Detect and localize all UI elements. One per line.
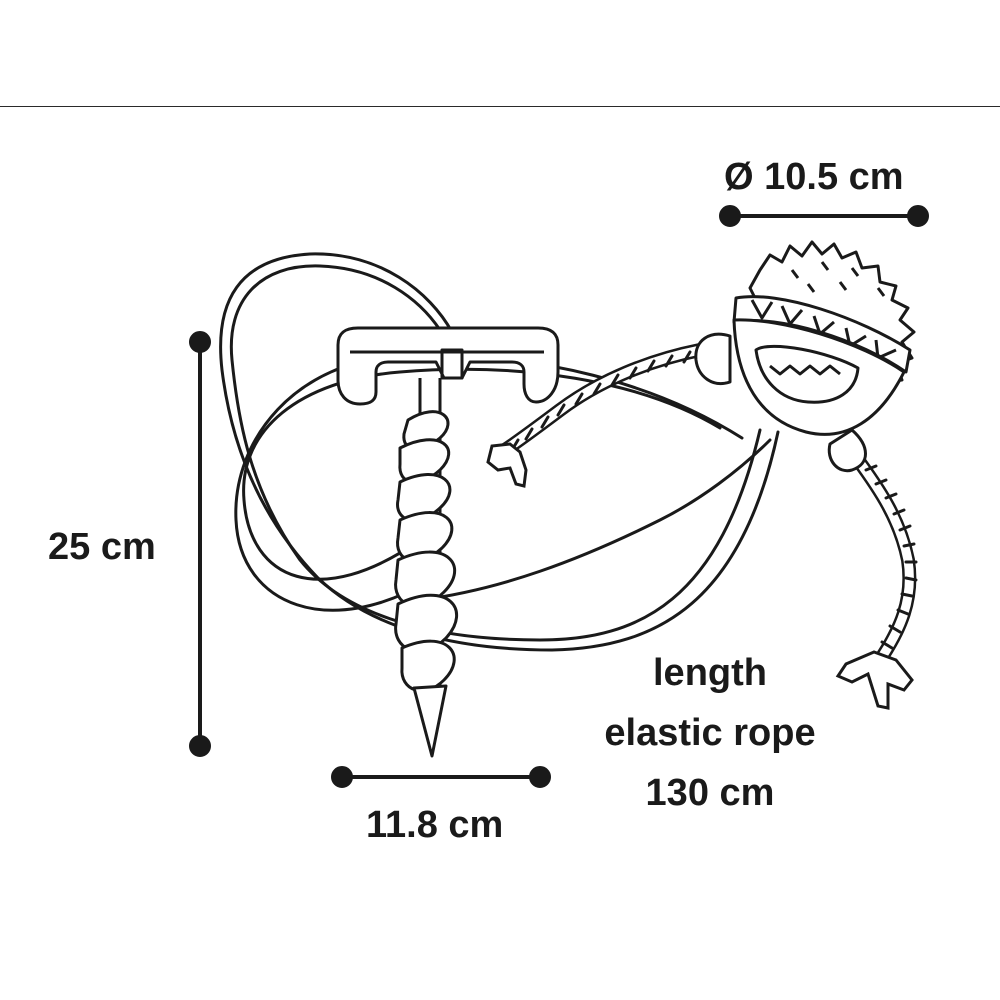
rope-length-line-2: elastic rope bbox=[604, 712, 816, 754]
bottom-whitespace bbox=[0, 890, 1000, 1000]
knotted-rope-illustration bbox=[488, 350, 916, 708]
rope-length-line-3: 130 cm bbox=[645, 772, 775, 814]
rope-length-line-1: length bbox=[653, 652, 767, 694]
height-dimension-line bbox=[189, 331, 211, 757]
width-dimension-line bbox=[331, 766, 551, 788]
spiky-ball-toy-illustration bbox=[696, 242, 914, 471]
width-label: 11.8 cm bbox=[366, 804, 504, 846]
elastic-rope-illustration bbox=[221, 254, 778, 650]
rope-length-label: length elastic rope 130 cm bbox=[560, 654, 860, 812]
top-divider-line bbox=[0, 106, 1000, 107]
diameter-dimension-line bbox=[719, 205, 929, 227]
height-label: 25 cm bbox=[48, 526, 156, 568]
diameter-label: Ø 10.5 cm bbox=[724, 156, 904, 198]
ground-anchor-spike-illustration bbox=[338, 328, 558, 756]
